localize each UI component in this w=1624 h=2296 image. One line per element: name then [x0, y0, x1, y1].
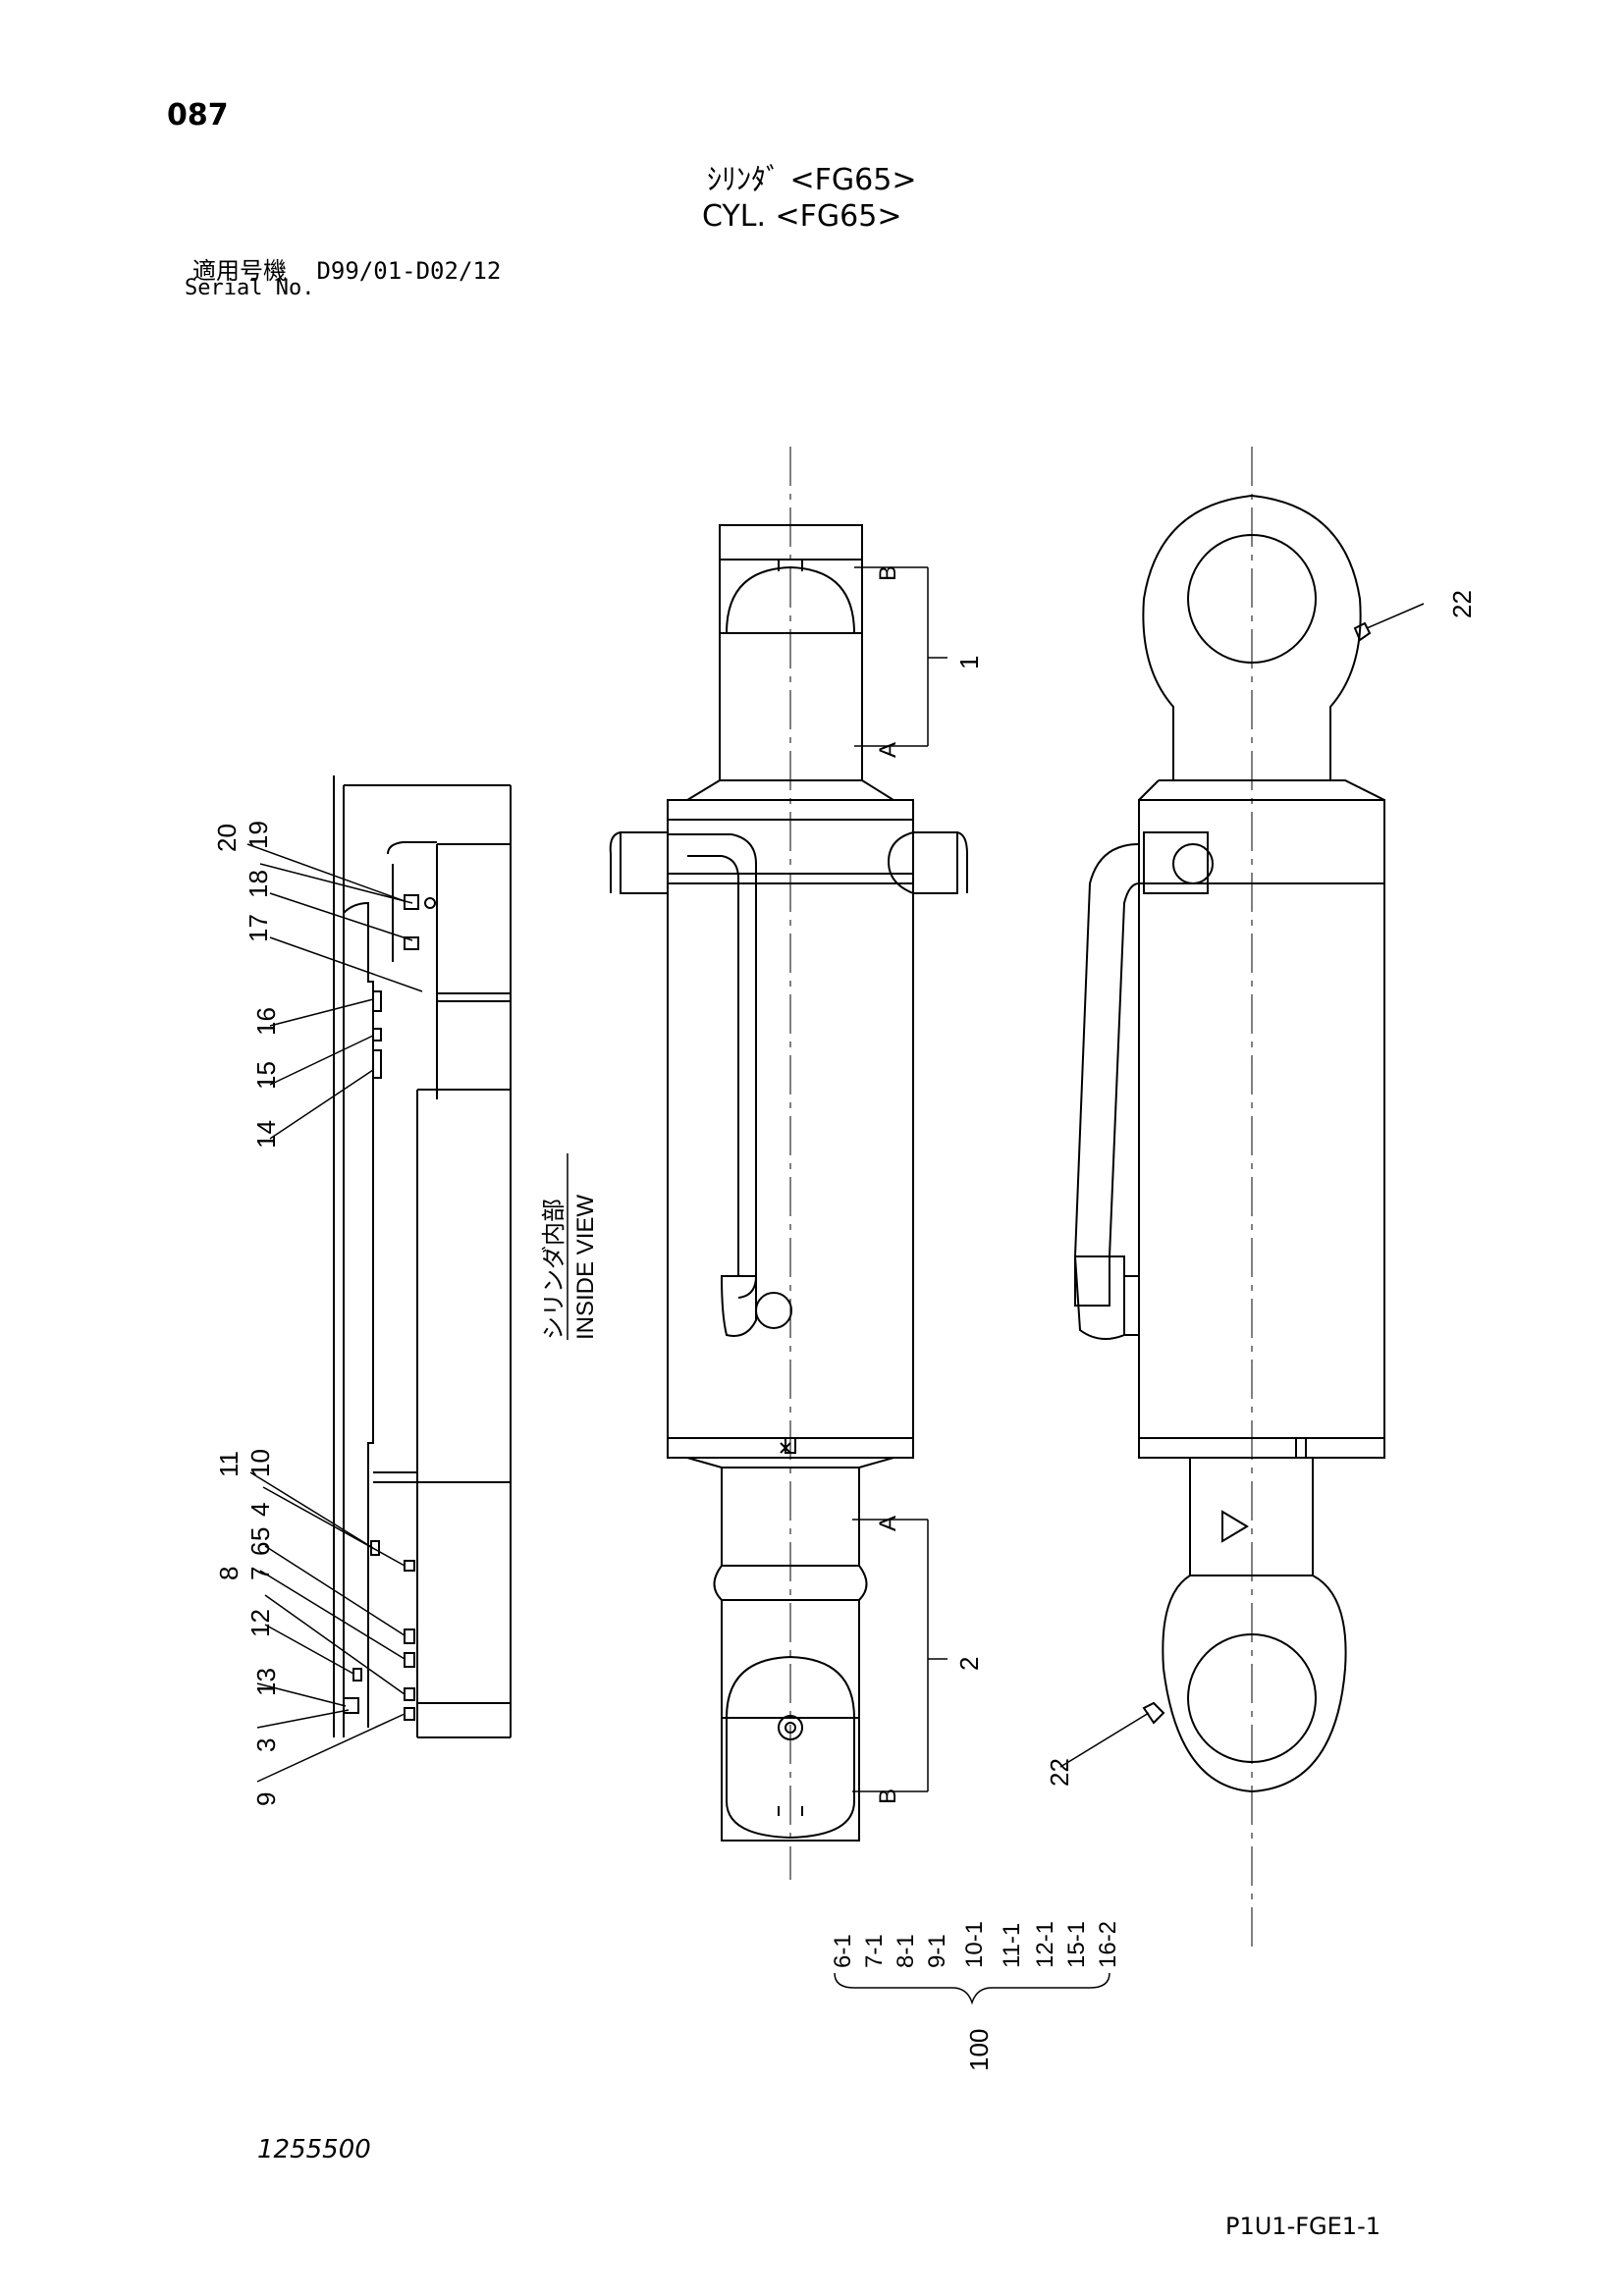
- seal-kit-item-1: 6-1: [830, 1934, 856, 1968]
- callout-19: 19: [244, 821, 273, 849]
- inside-view-label-en: INSIDE VIEW: [572, 1195, 599, 1340]
- callout-17: 17: [244, 914, 273, 942]
- callout-15: 15: [251, 1061, 281, 1090]
- seal-kit-item-3: 8-1: [893, 1934, 919, 1968]
- callout-1: 1: [954, 656, 984, 669]
- seal-kit-item-5: 10-1: [961, 1921, 988, 1968]
- callout-13: 13: [251, 1668, 281, 1696]
- inside-view-label: シリンダ内部 INSIDE VIEW: [541, 1153, 599, 1340]
- section-a-bottom: A: [875, 1516, 901, 1531]
- seal-kit-item-7: 12-1: [1032, 1921, 1058, 1968]
- inside-view-section: [333, 775, 512, 1738]
- callout-2: 2: [954, 1657, 984, 1671]
- seal-kit-items: 6-1 7-1 8-1 9-1 10-1 11-1 12-1 15-1 16-2…: [830, 1921, 1121, 2071]
- serial-label-ja: 適用号機: [192, 257, 287, 285]
- section-b-top: B: [875, 565, 901, 581]
- serial-line: 適用号機 D99/01-D02/12: [192, 251, 501, 286]
- front-view-cylinder: [609, 447, 968, 1880]
- title-english: CYL. <FG65>: [702, 199, 902, 234]
- page-code: P1U1-FGE1-1: [1225, 2213, 1381, 2240]
- callout-4: 4: [245, 1503, 275, 1517]
- drawing-number: 1255500: [257, 2135, 371, 2164]
- callout-3: 3: [251, 1738, 281, 1752]
- callout-22-top: 22: [1447, 590, 1477, 618]
- callout-14: 14: [251, 1120, 281, 1148]
- seal-kit-item-6: 11-1: [999, 1923, 1025, 1968]
- callout-22-leaders: [1059, 603, 1425, 1768]
- section-a-top: A: [875, 742, 901, 758]
- seal-kit-item-2: 7-1: [861, 1934, 888, 1968]
- callout-22-bottom: 22: [1045, 1758, 1074, 1787]
- seal-kit-number: 100: [964, 2029, 994, 2071]
- section-b-bottom: B: [875, 1789, 901, 1804]
- seal-kit-brace: [834, 1972, 1110, 2005]
- callout-5: 5: [245, 1527, 275, 1541]
- seal-kit-item-8: 15-1: [1063, 1921, 1090, 1968]
- callout-12: 12: [245, 1609, 275, 1637]
- serial-range: D99/01-D02/12: [316, 257, 502, 285]
- title-japanese: ｼﾘﾝﾀﾞ <FG65>: [707, 163, 917, 197]
- side-view-cylinder: [1073, 447, 1385, 1949]
- callout-9: 9: [251, 1792, 281, 1806]
- callout-11: 11: [214, 1451, 244, 1477]
- seal-kit-item-4: 9-1: [924, 1934, 950, 1968]
- callout-6: 6: [245, 1542, 275, 1556]
- section-markers: [852, 566, 947, 1792]
- seal-kit-item-9: 16-2: [1095, 1921, 1121, 1968]
- serial-label-en: Serial No.: [185, 276, 315, 300]
- page-number: 087: [167, 98, 229, 133]
- section-letters: B A A B: [875, 565, 901, 1804]
- callout-8: 8: [214, 1567, 244, 1580]
- callout-leaders: [246, 843, 423, 1783]
- callout-numbers: 20 19 18 17 16 15 14 11 10 4 5 8 7 6 12 …: [212, 590, 1477, 1806]
- callout-18: 18: [244, 870, 273, 898]
- inside-view-label-ja: シリンダ内部: [541, 1199, 568, 1340]
- callout-10: 10: [245, 1449, 275, 1477]
- callout-7: 7: [245, 1567, 275, 1580]
- callout-16: 16: [251, 1007, 281, 1036]
- callout-20: 20: [212, 824, 242, 852]
